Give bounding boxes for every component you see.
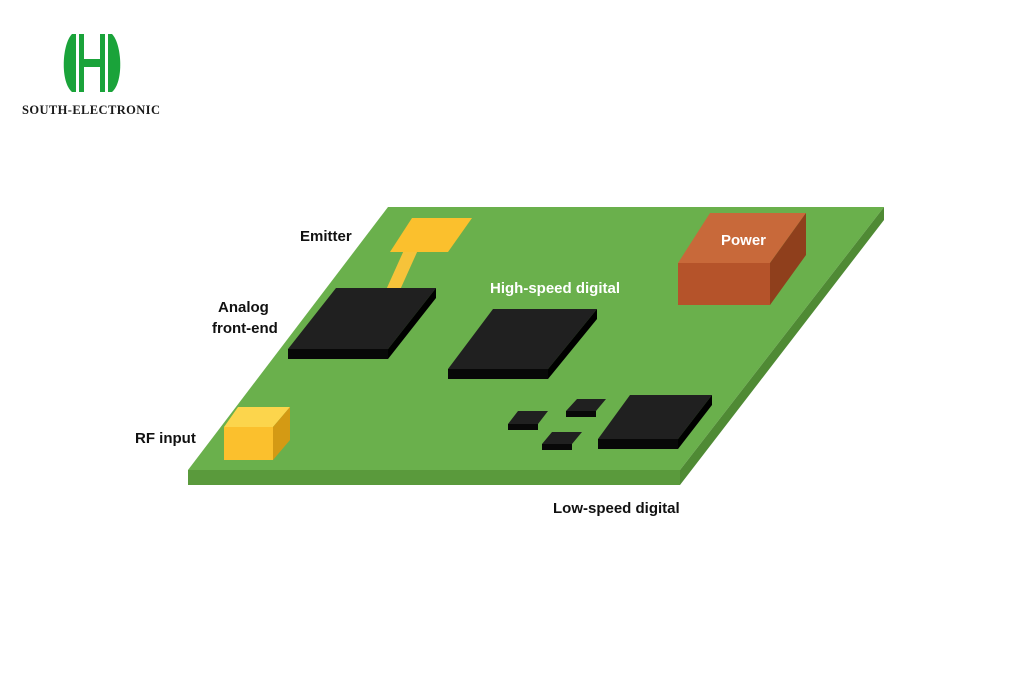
analog-chip-front xyxy=(288,349,388,359)
emitter-pad xyxy=(390,218,472,252)
small-chip-1 xyxy=(508,411,548,424)
rf-block-front xyxy=(224,427,273,460)
analog-label-line2: front-end xyxy=(212,320,278,337)
low-speed-label: Low-speed digital xyxy=(553,500,680,517)
emitter-trace xyxy=(386,250,418,290)
small-chip-3-front xyxy=(542,444,572,450)
rf-block-top xyxy=(224,407,290,427)
small-chip-2 xyxy=(566,399,606,411)
high-speed-chip-side xyxy=(548,309,597,379)
brand-logo: SOUTH-ELECTRONIC xyxy=(22,30,172,120)
brand-name: SOUTH-ELECTRONIC xyxy=(22,103,161,117)
low-speed-chip-side xyxy=(678,395,712,449)
small-chip-3 xyxy=(542,432,582,444)
power-label: Power xyxy=(721,232,766,249)
power-block-top xyxy=(678,213,806,263)
emitter-label: Emitter xyxy=(300,228,352,245)
pcb-board-front-edge xyxy=(188,470,680,485)
leaf-bars-logo-icon xyxy=(63,34,121,92)
high-speed-label: High-speed digital xyxy=(490,280,620,297)
high-speed-chip-front xyxy=(448,369,548,379)
high-speed-chip-top xyxy=(448,309,597,369)
pcb-board-right-edge xyxy=(680,207,884,485)
small-chip-2-front xyxy=(566,411,596,417)
low-speed-chip-front xyxy=(598,439,678,449)
power-block-side xyxy=(770,213,806,305)
analog-chip-top xyxy=(288,288,436,349)
analog-chip-side xyxy=(388,288,436,359)
rf-block-side xyxy=(273,407,290,460)
small-chip-1-front xyxy=(508,424,538,430)
analog-label-line1: Analog xyxy=(218,299,269,316)
rf-input-label: RF input xyxy=(135,430,196,447)
low-speed-chip-top xyxy=(598,395,712,439)
power-block-front xyxy=(678,263,770,305)
